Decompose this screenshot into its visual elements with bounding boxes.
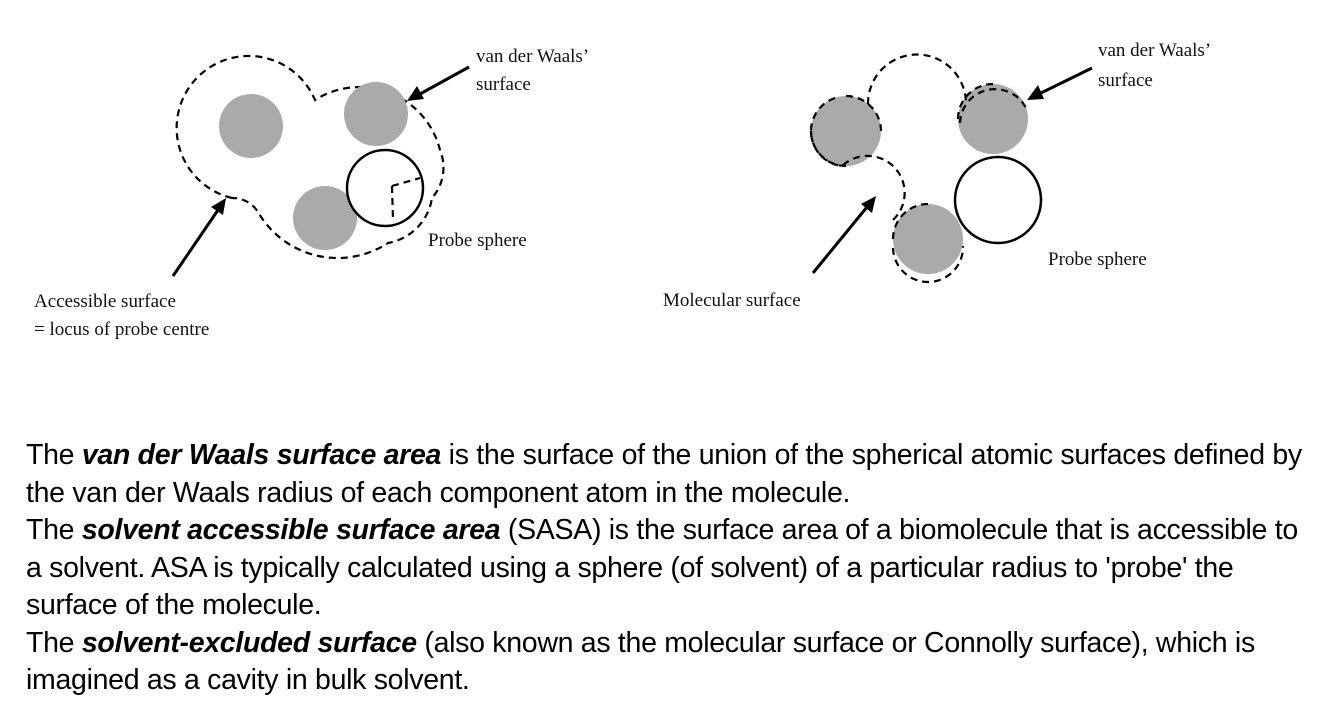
definitions-text: The van der Waals surface area is the su… [26,437,1316,700]
molecular-label: Molecular surface [663,290,801,311]
right-probe-label: Probe sphere [1048,249,1147,270]
accessible-arrow [171,198,226,277]
accessible-label-line2: = locus of probe centre [34,319,209,340]
ses-definition: The solvent-excluded surface (also known… [26,626,1255,697]
sasa-term: solvent accessible surface area [81,514,501,546]
atom-left [219,94,283,158]
vdw-definition: The van der Waals surface area is the su… [26,439,1302,509]
molecular-surface-outline [809,53,1029,284]
probe-sphere [345,148,425,228]
atom-top-right [344,82,408,146]
probe-radius-marker [390,176,421,221]
atom-left [811,96,881,166]
surface-diagrams: van der Waals’ surface Probe sphere Acce… [34,40,1211,340]
left-probe-label: Probe sphere [428,230,527,251]
left-diagram: van der Waals’ surface Probe sphere Acce… [34,46,589,340]
molecular-arrow [811,196,876,274]
atom-bottom [893,204,963,274]
left-vdw-label-line2: surface [476,74,531,95]
right-vdw-label-line1: van der Waals’ [1098,40,1211,61]
atom-bottom [293,186,357,250]
right-vdw-label-line2: surface [1098,70,1153,91]
probe-sphere [953,155,1043,245]
sasa-definition: The solvent accessible surface area (SAS… [26,514,1298,621]
accessible-surface-outline [175,54,445,260]
left-vdw-label-line1: van der Waals’ [476,46,589,67]
right-diagram: van der Waals’ surface Probe sphere Mole… [663,40,1211,311]
accessible-label-line1: Accessible surface [34,291,176,312]
vdw-term: van der Waals surface area [81,439,442,471]
ses-term: solvent-excluded surface [81,626,417,659]
atom-top-right [958,84,1028,154]
vdw-arrow [407,65,470,101]
vdw-arrow [1027,66,1093,100]
